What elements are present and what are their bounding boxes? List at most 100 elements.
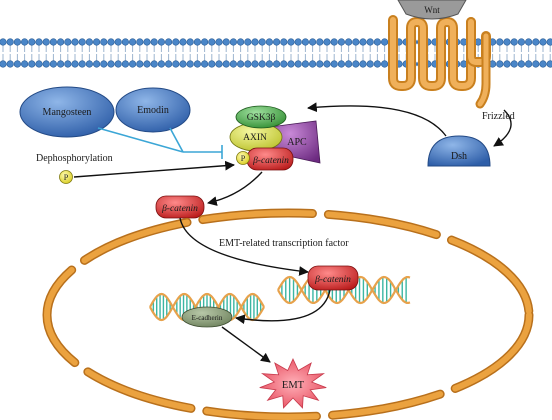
lipid-head xyxy=(0,60,7,68)
lipid-head xyxy=(172,38,180,46)
lipid-head xyxy=(201,38,209,46)
gsk3b-protein: GSK3β xyxy=(235,105,287,129)
lipid-head xyxy=(13,38,21,46)
lipid-head xyxy=(143,38,151,46)
lipid-head xyxy=(309,38,317,46)
apc-label: APC xyxy=(287,137,307,148)
phosphate-free: P xyxy=(59,170,73,184)
lipid-head xyxy=(92,60,101,68)
lipid-head xyxy=(157,60,165,68)
lipid-head xyxy=(13,60,21,68)
lipid-head xyxy=(222,38,230,46)
lipid-head xyxy=(237,60,245,68)
frizzled-label: Frizzled xyxy=(482,111,515,122)
lipid-head xyxy=(107,60,115,68)
lipid-head xyxy=(78,60,86,68)
wnt-label: Wnt xyxy=(424,5,440,15)
lipid-head xyxy=(136,38,144,46)
beta-catenin-free-label: β-catenin xyxy=(161,204,198,214)
lipid-head xyxy=(524,60,533,68)
lipid-head xyxy=(42,60,50,68)
lipid-head xyxy=(323,38,331,46)
emodin-node: Emodin xyxy=(115,87,191,133)
lipid-head xyxy=(121,38,129,46)
lipid-head xyxy=(309,60,317,68)
lipid-head xyxy=(78,38,86,46)
lipid-head xyxy=(251,60,259,68)
lipid-head xyxy=(294,60,302,68)
emt-tf-label: EMT-related transcription factor xyxy=(219,238,349,249)
lipid-head xyxy=(524,38,533,46)
lipid-head xyxy=(352,60,360,68)
lipid-head xyxy=(510,60,518,68)
e-cadherin-label: E-cadherin xyxy=(192,314,223,322)
lipid-head xyxy=(273,38,281,46)
lipid-head xyxy=(359,60,367,68)
frizzled-receptor xyxy=(388,15,491,109)
beta-catenin-to-nucleus-arrow xyxy=(179,217,309,276)
lipid-head xyxy=(186,38,194,46)
lipid-head xyxy=(503,38,511,46)
lipid-head xyxy=(85,38,93,46)
lipid-head xyxy=(179,60,187,68)
lipid-head xyxy=(323,60,331,68)
lipid-head xyxy=(532,60,540,68)
lipid-head xyxy=(6,38,14,46)
lipid-head xyxy=(381,38,389,46)
lipid-head xyxy=(71,60,79,68)
lipid-head xyxy=(366,38,374,46)
lipid-head xyxy=(503,60,511,68)
dsh-label: Dsh xyxy=(451,151,467,162)
destruction-complex: APC AXIN GSK3β β-catenin P xyxy=(229,105,321,171)
lipid-head xyxy=(100,60,108,68)
lipid-head xyxy=(107,38,115,46)
lipid-head xyxy=(71,38,79,46)
lipid-head xyxy=(215,60,223,68)
beta-catenin-free: β-catenin xyxy=(155,195,205,219)
lipid-head xyxy=(539,38,547,46)
emodin-label: Emodin xyxy=(137,105,169,116)
lipid-head xyxy=(129,60,137,68)
ecadherin-to-emt-arrow xyxy=(221,326,271,363)
lipid-head xyxy=(301,38,310,46)
lipid-head xyxy=(21,38,29,46)
lipid-head xyxy=(21,60,29,68)
lipid-head xyxy=(301,60,310,68)
lipid-head xyxy=(49,60,58,68)
lipid-head xyxy=(316,60,324,68)
lipid-head xyxy=(330,38,338,46)
beta-catenin-to-ecadherin-arrow xyxy=(235,289,331,325)
lipid-head xyxy=(352,38,360,46)
lipid-head xyxy=(28,38,36,46)
lipid-head xyxy=(85,60,93,68)
lipid-head xyxy=(287,60,295,68)
lipid-head xyxy=(517,60,526,68)
lipid-head xyxy=(381,60,389,68)
lipid-head xyxy=(280,60,288,68)
lipid-head xyxy=(496,38,504,46)
lipid-head xyxy=(114,60,122,68)
lipid-head xyxy=(532,38,540,46)
lipid-head xyxy=(165,38,173,46)
lipid-head xyxy=(265,38,274,46)
lipid-head xyxy=(345,38,353,46)
lipid-head xyxy=(546,38,552,46)
lipid-head xyxy=(28,60,36,68)
lipid-head xyxy=(294,38,302,46)
inhibition-lines xyxy=(97,127,223,159)
lipid-head xyxy=(114,38,122,46)
lipid-head xyxy=(510,38,518,46)
lipid-head xyxy=(337,38,346,46)
complex-to-beta-catenin-arrow xyxy=(207,171,263,206)
lipid-head xyxy=(64,38,72,46)
lipid-head xyxy=(6,60,14,68)
lipid-head xyxy=(121,60,129,68)
mangosteen-label: Mangosteen xyxy=(43,107,92,118)
lipid-head xyxy=(244,38,252,46)
lipid-head xyxy=(208,60,216,68)
lipid-head xyxy=(345,60,353,68)
dephosphorylation-label: Dephosphorylation xyxy=(36,153,113,164)
phosphate-arrow xyxy=(73,160,235,178)
dsh-protein: Dsh xyxy=(427,135,491,167)
